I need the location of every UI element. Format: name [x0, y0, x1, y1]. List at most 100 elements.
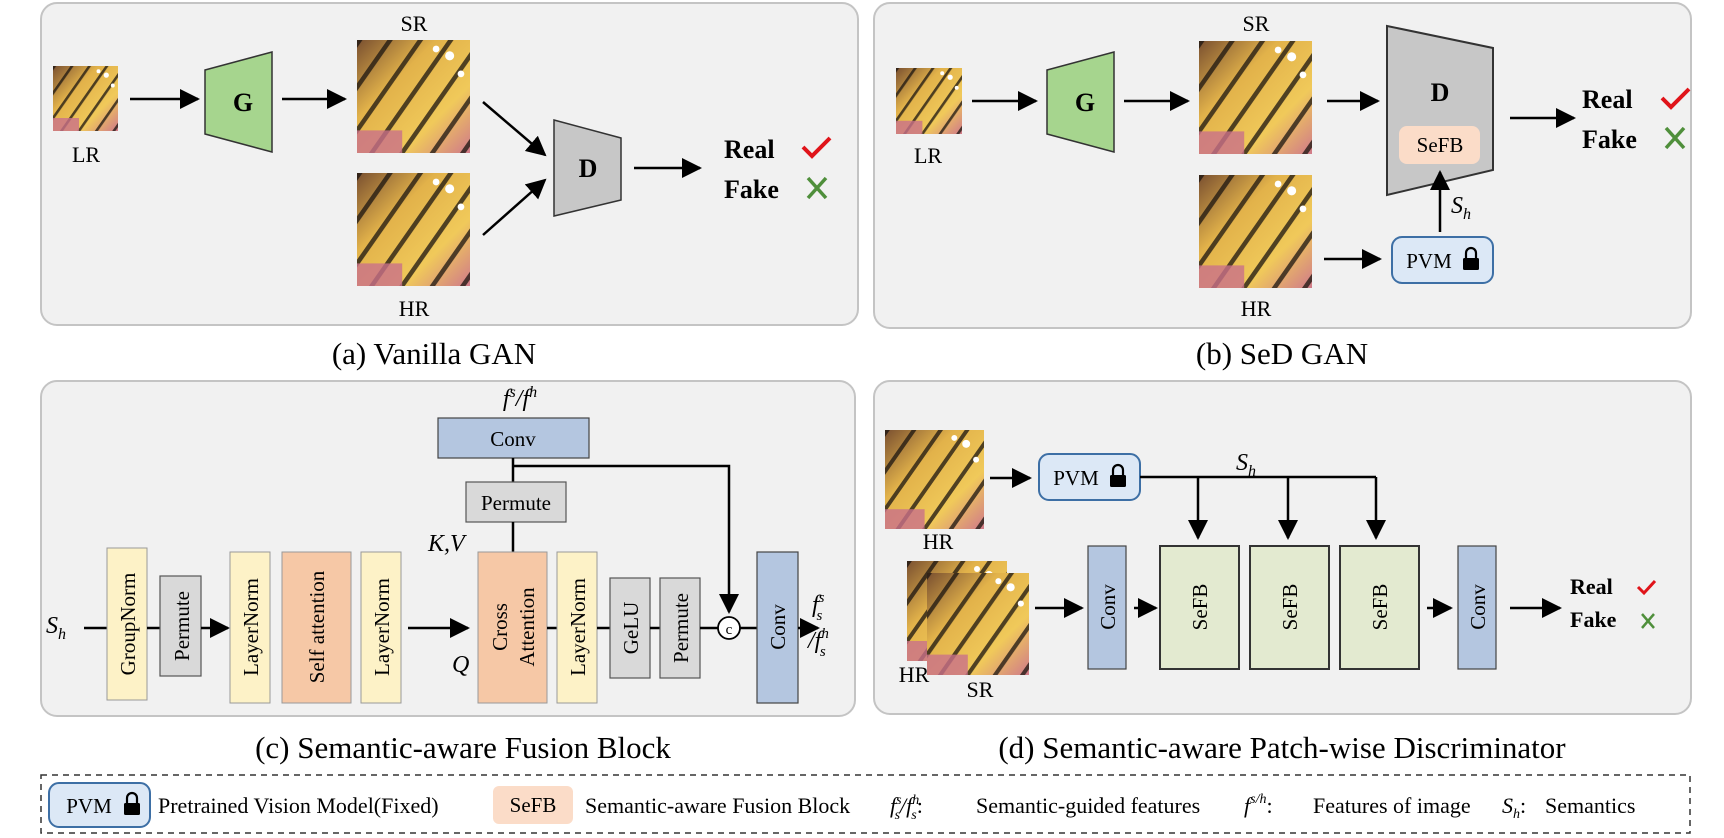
conv-out-label: Conv: [766, 604, 790, 650]
hr-label: HR: [923, 529, 954, 554]
sr-label: SR: [1243, 11, 1270, 36]
check-icon: [1660, 87, 1691, 110]
conv-block-1: [1087, 545, 1127, 670]
legend-sh-label: Sh:: [1502, 793, 1526, 822]
legend-fsh-desc: Features of image: [1313, 793, 1471, 818]
sefb-block: [1399, 126, 1480, 164]
hr-label: HR: [1241, 296, 1272, 321]
sefb-label-1: SeFB: [1188, 584, 1212, 631]
sr-label: SR: [401, 11, 428, 36]
pvm-label: PVM: [1053, 466, 1099, 490]
hr-image: [357, 173, 470, 286]
conv-label-1: Conv: [1096, 584, 1120, 630]
sefb-block-1: [1159, 545, 1240, 670]
caption-a: (a) Vanilla GAN: [332, 336, 536, 371]
fake-label: Fake: [724, 175, 779, 204]
sr-stack-label: SR: [967, 677, 994, 702]
legend-sefb-desc: Semantic-aware Fusion Block: [585, 793, 850, 818]
sr-image: [357, 40, 470, 153]
conv-out-block: [756, 551, 799, 704]
conv-top-label: Conv: [490, 427, 536, 451]
gelu-block: [609, 577, 651, 679]
concat-label: c: [726, 622, 733, 638]
legend-sh-desc: Semantics: [1545, 793, 1635, 818]
caption-b: (b) SeD GAN: [1196, 336, 1368, 371]
discriminator-label: D: [1431, 78, 1450, 107]
generator-label: G: [1075, 88, 1095, 117]
sefb-label-3: SeFB: [1368, 584, 1392, 631]
lr-label: LR: [914, 143, 942, 168]
top-feature-label: fs/fh: [503, 384, 537, 412]
lr-image: [53, 66, 118, 131]
sefb-label: SeFB: [1417, 133, 1464, 157]
lr-label: LR: [72, 142, 100, 167]
sr-image: [1199, 41, 1312, 154]
lock-icon: [124, 791, 140, 815]
conv-top-block: [437, 417, 590, 459]
cross-icon: [1664, 126, 1686, 150]
gelu-label: GeLU: [619, 602, 643, 654]
real-label: Real: [1570, 574, 1613, 599]
kv-label: K,V: [427, 531, 467, 557]
generator-label: G: [233, 88, 253, 117]
legend-pvm-label: PVM: [66, 794, 112, 818]
layernorm-label-2: LayerNorm: [370, 578, 394, 676]
cross-attention-label-2: Attention: [515, 587, 539, 667]
legend-pvm-desc: Pretrained Vision Model(Fixed): [158, 793, 439, 818]
legend-pvm-swatch: [48, 782, 151, 828]
sr-image-stacked: [927, 573, 1029, 675]
sefb-label-2: SeFB: [1278, 584, 1302, 631]
panel-fusion-block: Sh GroupNorm Permute LayerNorm Self atte…: [40, 380, 856, 765]
legend-fs-desc: Semantic-guided features: [976, 793, 1200, 818]
sefb-block-3: [1339, 545, 1420, 670]
hr-image: [1199, 175, 1312, 288]
discriminator-block: [553, 119, 622, 217]
panel-patch-discriminator: HR PVM Sh HR SR Conv SeFB SeFB SeFB: [873, 380, 1692, 765]
discriminator-block: [1386, 24, 1494, 197]
layernorm-block-2: [360, 551, 402, 704]
real-label: Real: [1582, 85, 1633, 114]
q-label: Q: [452, 652, 469, 678]
hr-label: HR: [399, 296, 430, 321]
discriminator-label: D: [579, 154, 598, 183]
permute-label-2: Permute: [669, 593, 693, 663]
sh-label: Sh: [1451, 193, 1471, 223]
layernorm-label-3: LayerNorm: [566, 578, 590, 676]
self-attention-label: Self attention: [305, 570, 329, 683]
permute-top-label: Permute: [481, 491, 551, 515]
conv-label-2: Conv: [1466, 584, 1490, 630]
sh-label: Sh: [1236, 450, 1256, 480]
cross-icon: [806, 176, 828, 200]
permute-top-block: [465, 481, 567, 523]
groupnorm-label: GroupNorm: [116, 573, 140, 676]
layernorm-block-1: [229, 551, 271, 704]
real-label: Real: [724, 135, 775, 164]
permute-block-1: [159, 575, 202, 677]
lock-icon: [1110, 463, 1126, 487]
legend-sefb-label: SeFB: [510, 793, 557, 817]
cross-attention-block: [477, 551, 548, 704]
self-attention-block: [281, 551, 352, 704]
permute-block-2: [659, 577, 701, 679]
cross-icon: [1641, 613, 1655, 629]
check-icon: [1636, 579, 1657, 596]
generator-block: [1046, 51, 1115, 153]
check-icon: [801, 136, 832, 159]
caption-c: (c) Semantic-aware Fusion Block: [255, 730, 671, 765]
lr-image: [896, 68, 962, 134]
input-sh-label: Sh: [46, 613, 66, 643]
permute-label-1: Permute: [170, 591, 194, 661]
fake-label: Fake: [1570, 607, 1617, 632]
sefb-block-2: [1249, 545, 1330, 670]
legend: PVM Pretrained Vision Model(Fixed) SeFB …: [40, 774, 1691, 834]
hr-image: [885, 430, 984, 529]
groupnorm-block: [106, 547, 148, 701]
lock-icon: [1463, 246, 1479, 270]
layernorm-label-1: LayerNorm: [239, 578, 263, 676]
pvm-label: PVM: [1406, 249, 1452, 273]
legend-sefb-swatch: [493, 786, 573, 824]
legend-fsh-label: fs/h:: [1244, 792, 1273, 818]
